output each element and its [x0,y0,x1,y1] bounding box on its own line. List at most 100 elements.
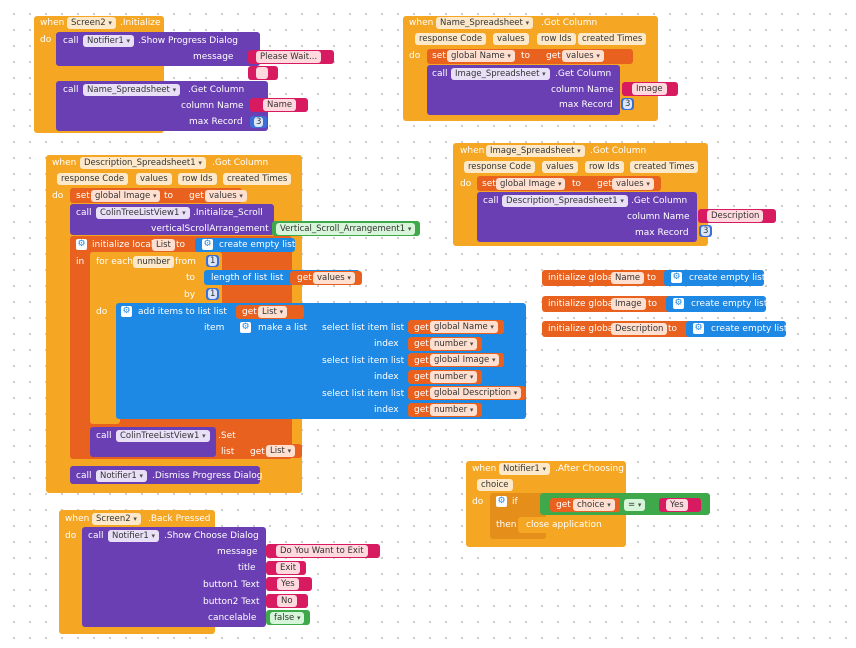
vsa-dropdown[interactable]: Vertical_Scroll_Arrangement1 ▾ [276,223,416,235]
param-row-ids[interactable]: row Ids [537,33,576,45]
param-created-times[interactable]: created Times [223,173,292,185]
get-label: get [414,356,429,366]
gear-icon[interactable]: ⚙ [693,323,704,334]
for-each-label: for each [96,257,133,267]
get-global-image-dropdown[interactable]: global Image ▾ [430,354,500,366]
list-block[interactable] [666,296,766,312]
global-name-field[interactable]: Name [611,272,645,284]
get-values-dropdown[interactable]: values ▾ [313,272,355,284]
param-row-ids[interactable]: row Ids [178,173,217,185]
param-values[interactable]: values [136,173,172,185]
get-label: get [414,372,429,382]
list-block[interactable] [664,270,764,286]
gear-icon[interactable]: ⚙ [121,306,132,317]
get-number-dropdown[interactable]: number ▾ [430,338,478,350]
get-number-dropdown[interactable]: number ▾ [430,371,478,383]
notifier-dropdown[interactable]: Notifier1 ▾ [83,35,134,47]
variable-dropdown[interactable]: global Name ▾ [447,50,515,62]
spreadsheet-dropdown[interactable]: Description_Spreadsheet1 ▾ [502,195,628,207]
component-dropdown[interactable]: Screen2 ▾ [67,17,116,29]
init-global-label: initialize global [548,324,616,334]
column-value[interactable]: Description [707,210,764,222]
spreadsheet-dropdown[interactable]: Name_Spreadsheet ▾ [83,84,181,96]
message-value[interactable]: Please Wait... [256,51,322,63]
global-description-field[interactable]: Description [611,323,668,335]
get-values-dropdown[interactable]: values ▾ [562,50,604,62]
yes-value[interactable]: Yes [666,499,688,511]
get-number-dropdown[interactable]: number ▾ [430,404,478,416]
list-block[interactable] [195,238,295,252]
spreadsheet-dropdown[interactable]: Image_Spreadsheet ▾ [451,68,550,80]
cancelable-dropdown[interactable]: false ▾ [270,612,305,624]
gear-icon[interactable]: ⚙ [671,272,682,283]
get-values-dropdown[interactable]: values ▾ [205,190,247,202]
param-response-code[interactable]: response Code [57,173,129,185]
component-dropdown[interactable]: Notifier1 ▾ [499,463,550,475]
number-block[interactable]: 1 [206,255,220,267]
param-response-code[interactable]: response Code [464,161,536,173]
param-response-code[interactable]: response Code [415,33,487,45]
get-list-dropdown[interactable]: List ▾ [258,306,288,318]
notifier-dropdown[interactable]: Notifier1 ▾ [108,530,159,542]
do-label: do [52,191,64,201]
close-application-block[interactable] [518,517,602,533]
treelist-dropdown[interactable]: ColinTreeListView1 ▾ [116,430,210,442]
message-value[interactable]: Do You Want to Exit [276,545,368,557]
param-values[interactable]: values [542,161,578,173]
call-label: call [76,208,92,218]
gear-icon[interactable]: ⚙ [76,239,87,250]
variable-dropdown[interactable]: global Image ▾ [91,190,161,202]
param-values[interactable]: values [493,33,529,45]
do-label: do [472,497,484,507]
get-label: get [414,389,429,399]
method-name: .Show Progress Dialog [138,36,238,46]
variable-dropdown[interactable]: global Image ▾ [496,178,566,190]
set-label: set [482,179,496,189]
param-message: message [217,547,258,557]
get-list-dropdown[interactable]: List ▾ [266,445,296,457]
number-block[interactable]: 3 [621,98,635,110]
number-block[interactable]: 3 [250,116,268,128]
get-choice-dropdown[interactable]: choice ▾ [573,499,615,511]
get-global-name-dropdown[interactable]: global Name ▾ [430,321,498,333]
component-dropdown[interactable]: Name_Spreadsheet ▾ [436,17,534,29]
button1-value[interactable]: Yes [277,578,299,590]
param-title: title [238,563,256,573]
equals-operator-dropdown[interactable]: = ▾ [624,499,646,511]
get-global-description-dropdown[interactable]: global Description ▾ [430,387,522,399]
to-label: to [668,324,678,334]
get-values-dropdown[interactable]: values ▾ [612,178,654,190]
param-created-times[interactable]: created Times [578,33,647,45]
button2-value[interactable]: No [277,595,297,607]
gear-icon[interactable]: ⚙ [240,322,251,333]
notifier-dropdown[interactable]: Notifier1 ▾ [96,470,147,482]
param-row-ids[interactable]: row Ids [585,161,624,173]
param-max-record: max Record [189,117,243,127]
param-created-times[interactable]: created Times [630,161,699,173]
loop-var-field[interactable]: number [133,256,175,268]
title-value[interactable]: Exit [276,562,301,574]
index-label: index [374,405,399,415]
global-image-field[interactable]: Image [611,298,646,310]
component-dropdown[interactable]: Image_Spreadsheet ▾ [486,145,585,157]
column-value[interactable]: Image [632,83,667,95]
treelist-dropdown[interactable]: ColinTreeListView1 ▾ [96,207,190,219]
call-label: call [483,196,499,206]
component-dropdown[interactable]: Screen2 ▾ [92,513,141,525]
number-block[interactable]: 1 [206,288,220,300]
param-choice[interactable]: choice [477,479,513,491]
index-label: index [374,372,399,382]
component-dropdown[interactable]: Description_Spreadsheet1 ▾ [80,157,206,169]
make-a-list-label: make a list [258,323,308,333]
column-value[interactable]: Name [263,99,297,111]
param-column-name: column Name [627,212,690,222]
gear-icon[interactable]: ⚙ [202,239,213,250]
local-name-field[interactable]: List [152,239,175,251]
number-block[interactable]: 3 [699,225,713,237]
close-application-label: close application [526,520,602,530]
gear-icon[interactable]: ⚙ [496,496,507,507]
title-value[interactable] [256,67,268,79]
gear-icon[interactable]: ⚙ [673,298,684,309]
list-block[interactable] [686,321,786,337]
